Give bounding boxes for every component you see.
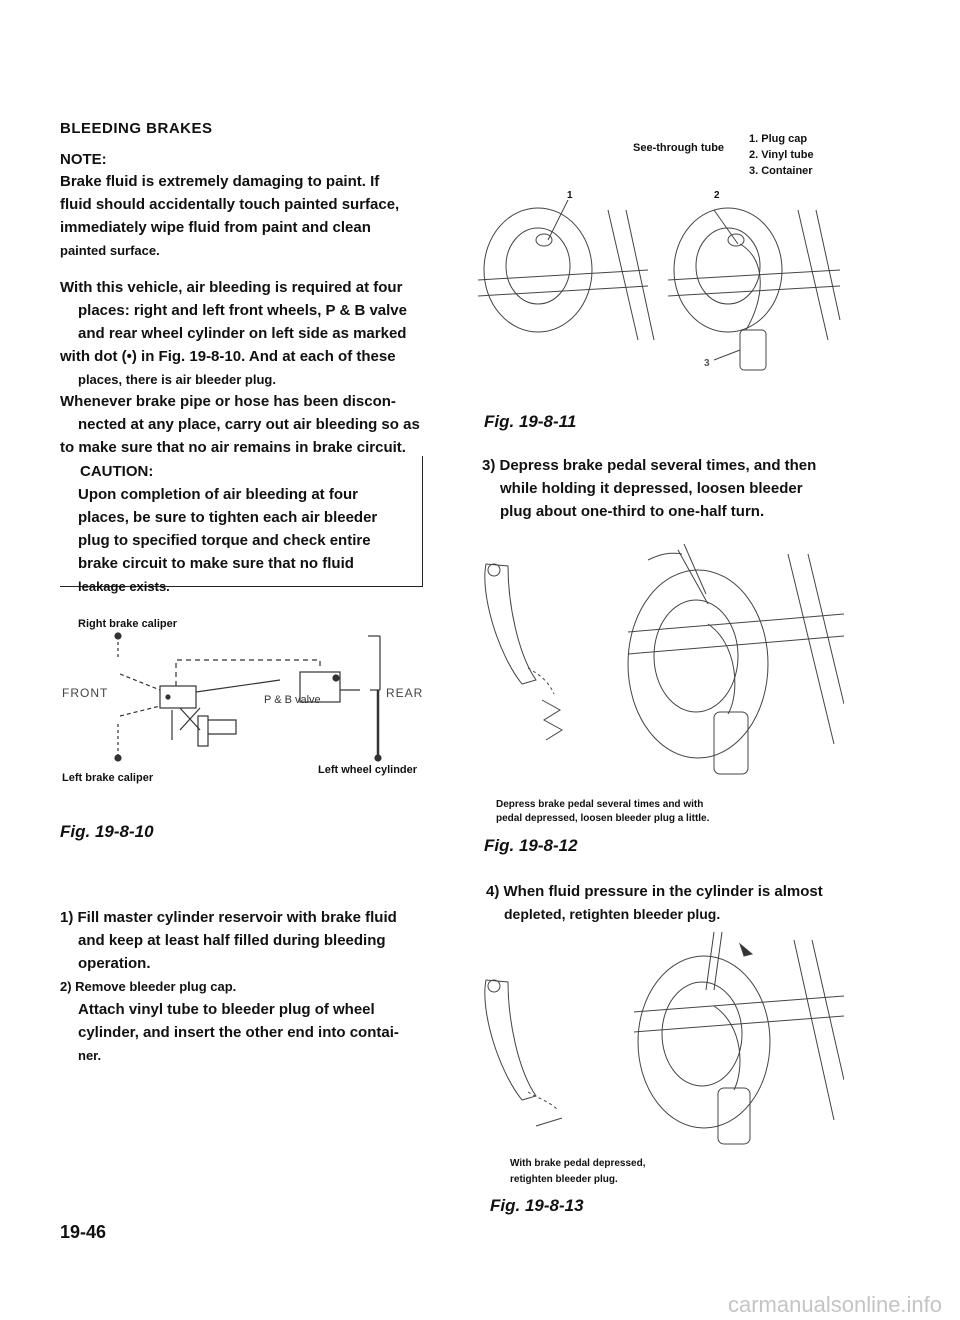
fig-19-8-12-illustration bbox=[484, 544, 844, 775]
brake-circuit-diagram bbox=[114, 632, 382, 762]
fig12-caption-text: Depress brake pedal several times and wi… bbox=[496, 799, 710, 824]
front-label: FRONT bbox=[62, 686, 109, 700]
fig-19-8-11-caption: Fig. 19-8-11 bbox=[484, 412, 577, 431]
intro-paragraph: With this vehicle, air bleeding is requi… bbox=[60, 279, 407, 387]
rear-label: REAR bbox=[386, 686, 424, 700]
fig11-legend: 1. Plug cap 2. Vinyl tube 3. Container bbox=[749, 133, 814, 177]
fig-19-8-10-caption: Fig. 19-8-10 bbox=[60, 822, 154, 841]
section-heading: BLEEDING BRAKES bbox=[60, 120, 213, 137]
fig-19-8-13-caption: Fig. 19-8-13 bbox=[490, 1196, 584, 1215]
fig-19-8-12-caption: Fig. 19-8-12 bbox=[484, 836, 578, 855]
callout-2: 2 bbox=[714, 190, 720, 201]
fig13-caption-text: With brake pedal depressed, retighten bl… bbox=[510, 1158, 646, 1185]
left-wheel-cylinder-label: Left wheel cylinder bbox=[318, 764, 418, 776]
step-1: 1) Fill master cylinder reservoir with b… bbox=[60, 909, 397, 972]
fig-19-8-11-illustration bbox=[478, 200, 841, 371]
disconnect-paragraph: Whenever brake pipe or hose has been dis… bbox=[60, 393, 420, 456]
pb-valve-label: P & B valve bbox=[264, 694, 321, 706]
right-caliper-label: Right brake caliper bbox=[78, 618, 178, 630]
step-4: 4) When fluid pressure in the cylinder i… bbox=[486, 883, 823, 922]
step-3: 3) Depress brake pedal several times, an… bbox=[482, 457, 817, 520]
callout-3: 3 bbox=[704, 358, 710, 369]
caution-text: Upon completion of air bleeding at four … bbox=[78, 486, 378, 594]
note-label: NOTE: bbox=[60, 151, 107, 168]
callout-1: 1 bbox=[567, 190, 573, 201]
watermark: carmanualsonline.info bbox=[728, 1292, 943, 1317]
caution-box: CAUTION: Upon completion of air bleeding… bbox=[60, 456, 423, 594]
note-text: Brake fluid is extremely damaging to pai… bbox=[60, 173, 400, 258]
step-2: 2) Remove bleeder plug cap. Attach vinyl… bbox=[60, 979, 399, 1063]
caution-label: CAUTION: bbox=[80, 463, 154, 480]
page-number: 19-46 bbox=[60, 1222, 107, 1242]
left-caliper-label: Left brake caliper bbox=[62, 772, 154, 784]
see-through-tube-label: See-through tube bbox=[633, 142, 725, 154]
fig-19-8-13-illustration bbox=[484, 931, 844, 1145]
